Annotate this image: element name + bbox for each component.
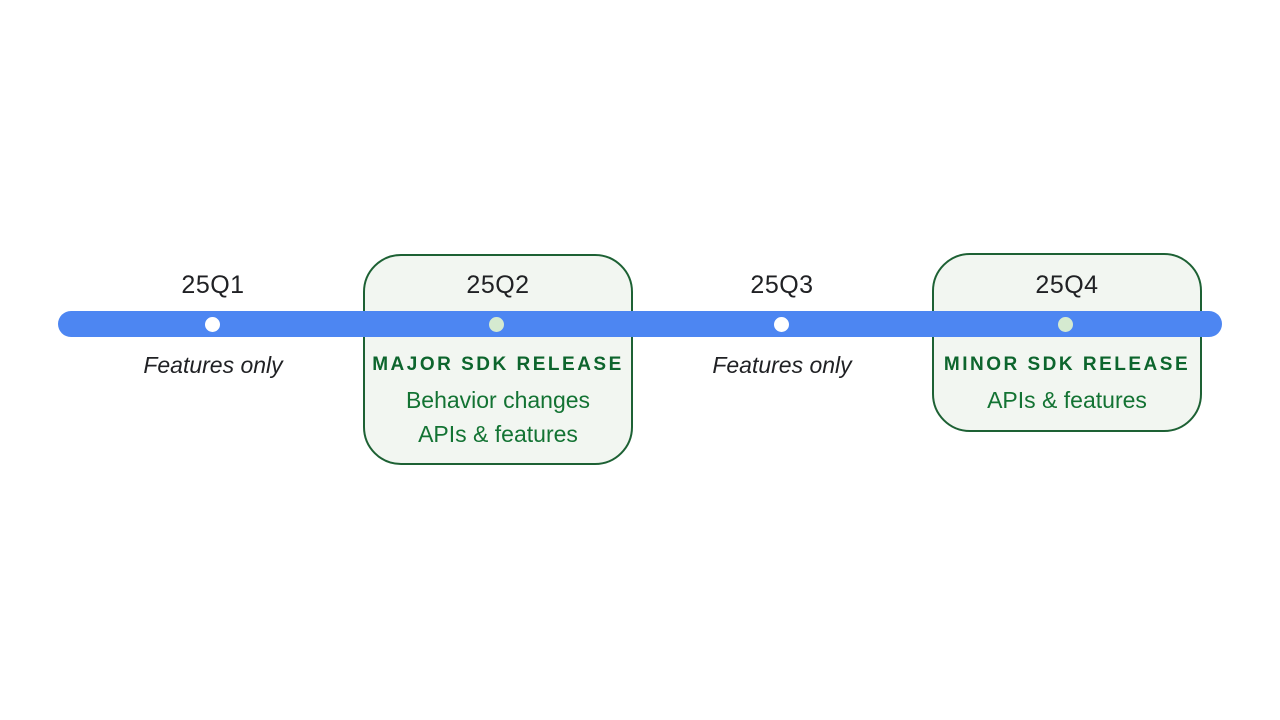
q4-release-item: APIs & features [987, 387, 1147, 413]
q2-release-item: Behavior changes [405, 387, 591, 413]
q2-release-heading: MAJOR SDK RELEASE [372, 354, 624, 375]
q1-label: 25Q1 [181, 271, 245, 299]
timeline-bar [58, 311, 1222, 337]
q4-release-heading: MINOR SDK RELEASE [943, 354, 1191, 375]
q2-major-release-box [363, 254, 633, 465]
q1-milestone-dot [205, 317, 220, 332]
q1-note: Features only [143, 352, 283, 378]
q3-note: Features only [712, 352, 852, 378]
q2-milestone-dot [489, 317, 504, 332]
q3-milestone-dot [774, 317, 789, 332]
q3-label: 25Q3 [750, 271, 814, 299]
q2-release-item: APIs & features [418, 421, 578, 447]
q4-minor-release-box [932, 253, 1202, 432]
q2-label: 25Q2 [466, 271, 530, 299]
q4-label: 25Q4 [1035, 271, 1099, 299]
q4-milestone-dot [1058, 317, 1073, 332]
